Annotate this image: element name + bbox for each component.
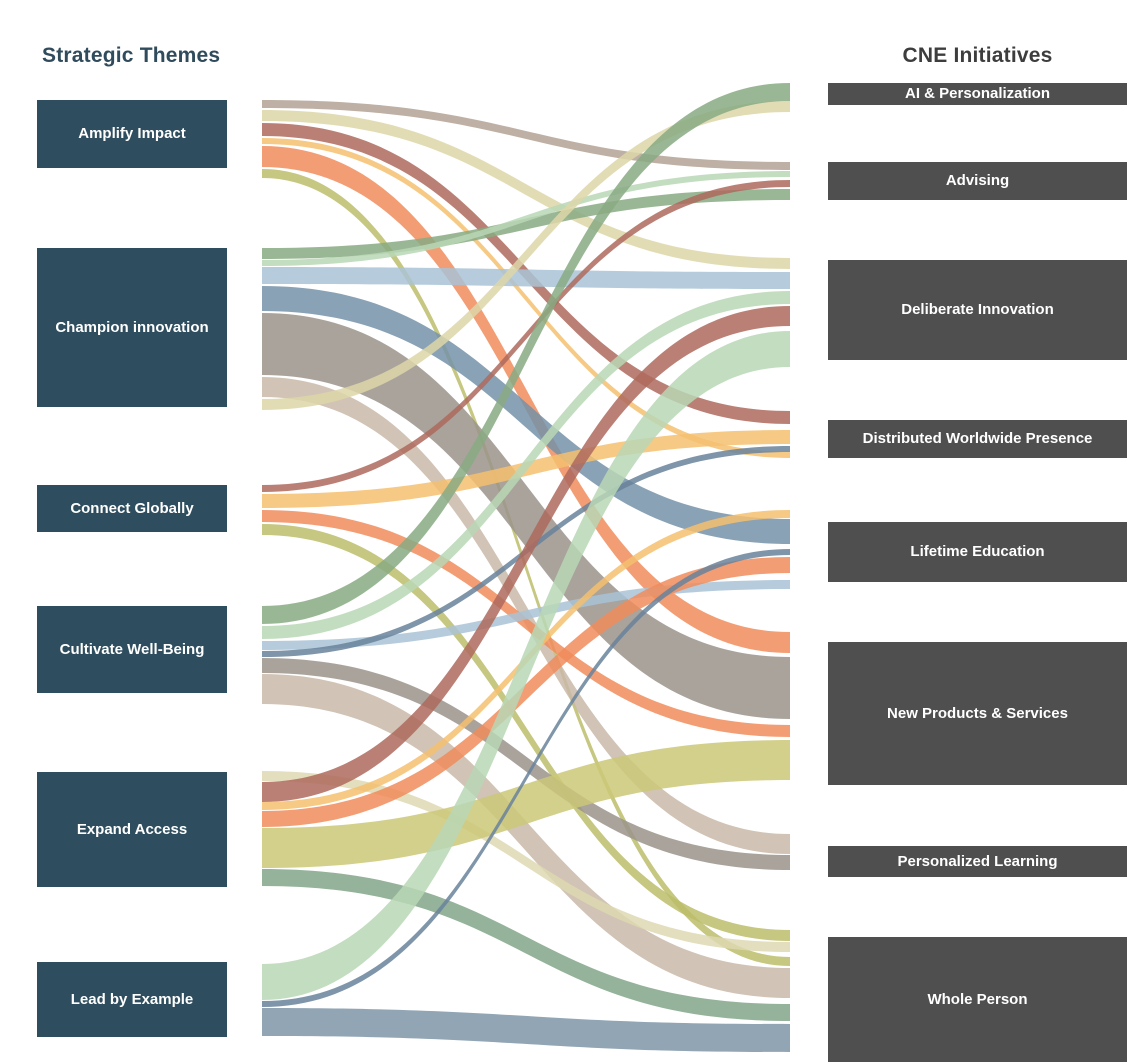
initiative-node-label: AI & Personalization	[904, 85, 1051, 103]
sankey-link[interactable]	[262, 291, 790, 639]
sankey-link[interactable]	[262, 138, 790, 458]
sankey-link[interactable]	[262, 1008, 790, 1052]
sankey-link[interactable]	[262, 557, 790, 827]
sankey-link[interactable]	[262, 180, 790, 492]
theme-node[interactable]: Lead by Example	[37, 962, 227, 1037]
sankey-link[interactable]	[262, 146, 790, 653]
sankey-link[interactable]	[262, 100, 790, 170]
sankey-link[interactable]	[262, 869, 790, 1021]
sankey-link[interactable]	[262, 169, 790, 966]
initiative-node-label: Deliberate Innovation	[901, 301, 1054, 319]
initiative-node-label: Personalized Learning	[897, 852, 1058, 870]
sankey-link[interactable]	[262, 674, 790, 998]
theme-node[interactable]: Expand Access	[37, 772, 227, 887]
initiative-node[interactable]: Lifetime Education	[828, 522, 1127, 582]
initiative-node-label: Lifetime Education	[910, 543, 1045, 561]
theme-node-label: Lead by Example	[70, 990, 194, 1008]
sankey-link[interactable]	[262, 549, 790, 1007]
sankey-link[interactable]	[262, 580, 790, 650]
right-column-title: CNE Initiatives	[902, 44, 1053, 67]
sankey-link[interactable]	[262, 524, 790, 941]
initiative-node[interactable]: Personalized Learning	[828, 846, 1127, 877]
theme-node[interactable]: Amplify Impact	[37, 100, 227, 168]
theme-node[interactable]: Cultivate Well-Being	[37, 606, 227, 693]
sankey-link[interactable]	[262, 771, 790, 952]
initiative-node[interactable]: New Products & Services	[828, 642, 1127, 785]
initiative-node[interactable]: Whole Person	[828, 937, 1127, 1062]
sankey-link[interactable]	[262, 110, 790, 269]
sankey-link[interactable]	[262, 286, 790, 544]
theme-node[interactable]: Champion innovation	[37, 248, 227, 407]
left-column-title: Strategic Themes	[42, 44, 221, 67]
initiative-node[interactable]: AI & Personalization	[828, 83, 1127, 105]
initiative-node-label: Distributed Worldwide Presence	[862, 430, 1093, 448]
initiative-node[interactable]: Distributed Worldwide Presence	[828, 420, 1127, 458]
sankey-link[interactable]	[262, 267, 790, 289]
sankey-link[interactable]	[262, 189, 790, 259]
theme-node[interactable]: Connect Globally	[37, 485, 227, 532]
initiative-node-label: Whole Person	[927, 990, 1028, 1008]
initiative-node-label: New Products & Services	[887, 704, 1068, 722]
initiative-node-label: Advising	[945, 172, 1010, 190]
sankey-link[interactable]	[262, 83, 790, 624]
sankey-link[interactable]	[262, 306, 790, 802]
sankey-link[interactable]	[262, 171, 790, 266]
sankey-link[interactable]	[262, 740, 790, 868]
sankey-link[interactable]	[262, 101, 790, 410]
theme-node-label: Amplify Impact	[78, 125, 186, 143]
initiative-node[interactable]: Deliberate Innovation	[828, 260, 1127, 360]
theme-node-label: Champion innovation	[55, 318, 209, 336]
theme-node-label: Connect Globally	[70, 499, 194, 517]
sankey-link[interactable]	[262, 658, 790, 870]
initiative-node[interactable]: Advising	[828, 162, 1127, 200]
theme-node-label: Cultivate Well-Being	[59, 640, 205, 658]
sankey-link[interactable]	[262, 510, 790, 737]
sankey-link[interactable]	[262, 313, 790, 719]
sankey-link[interactable]	[262, 331, 790, 1000]
theme-node-label: Expand Access	[76, 820, 188, 838]
